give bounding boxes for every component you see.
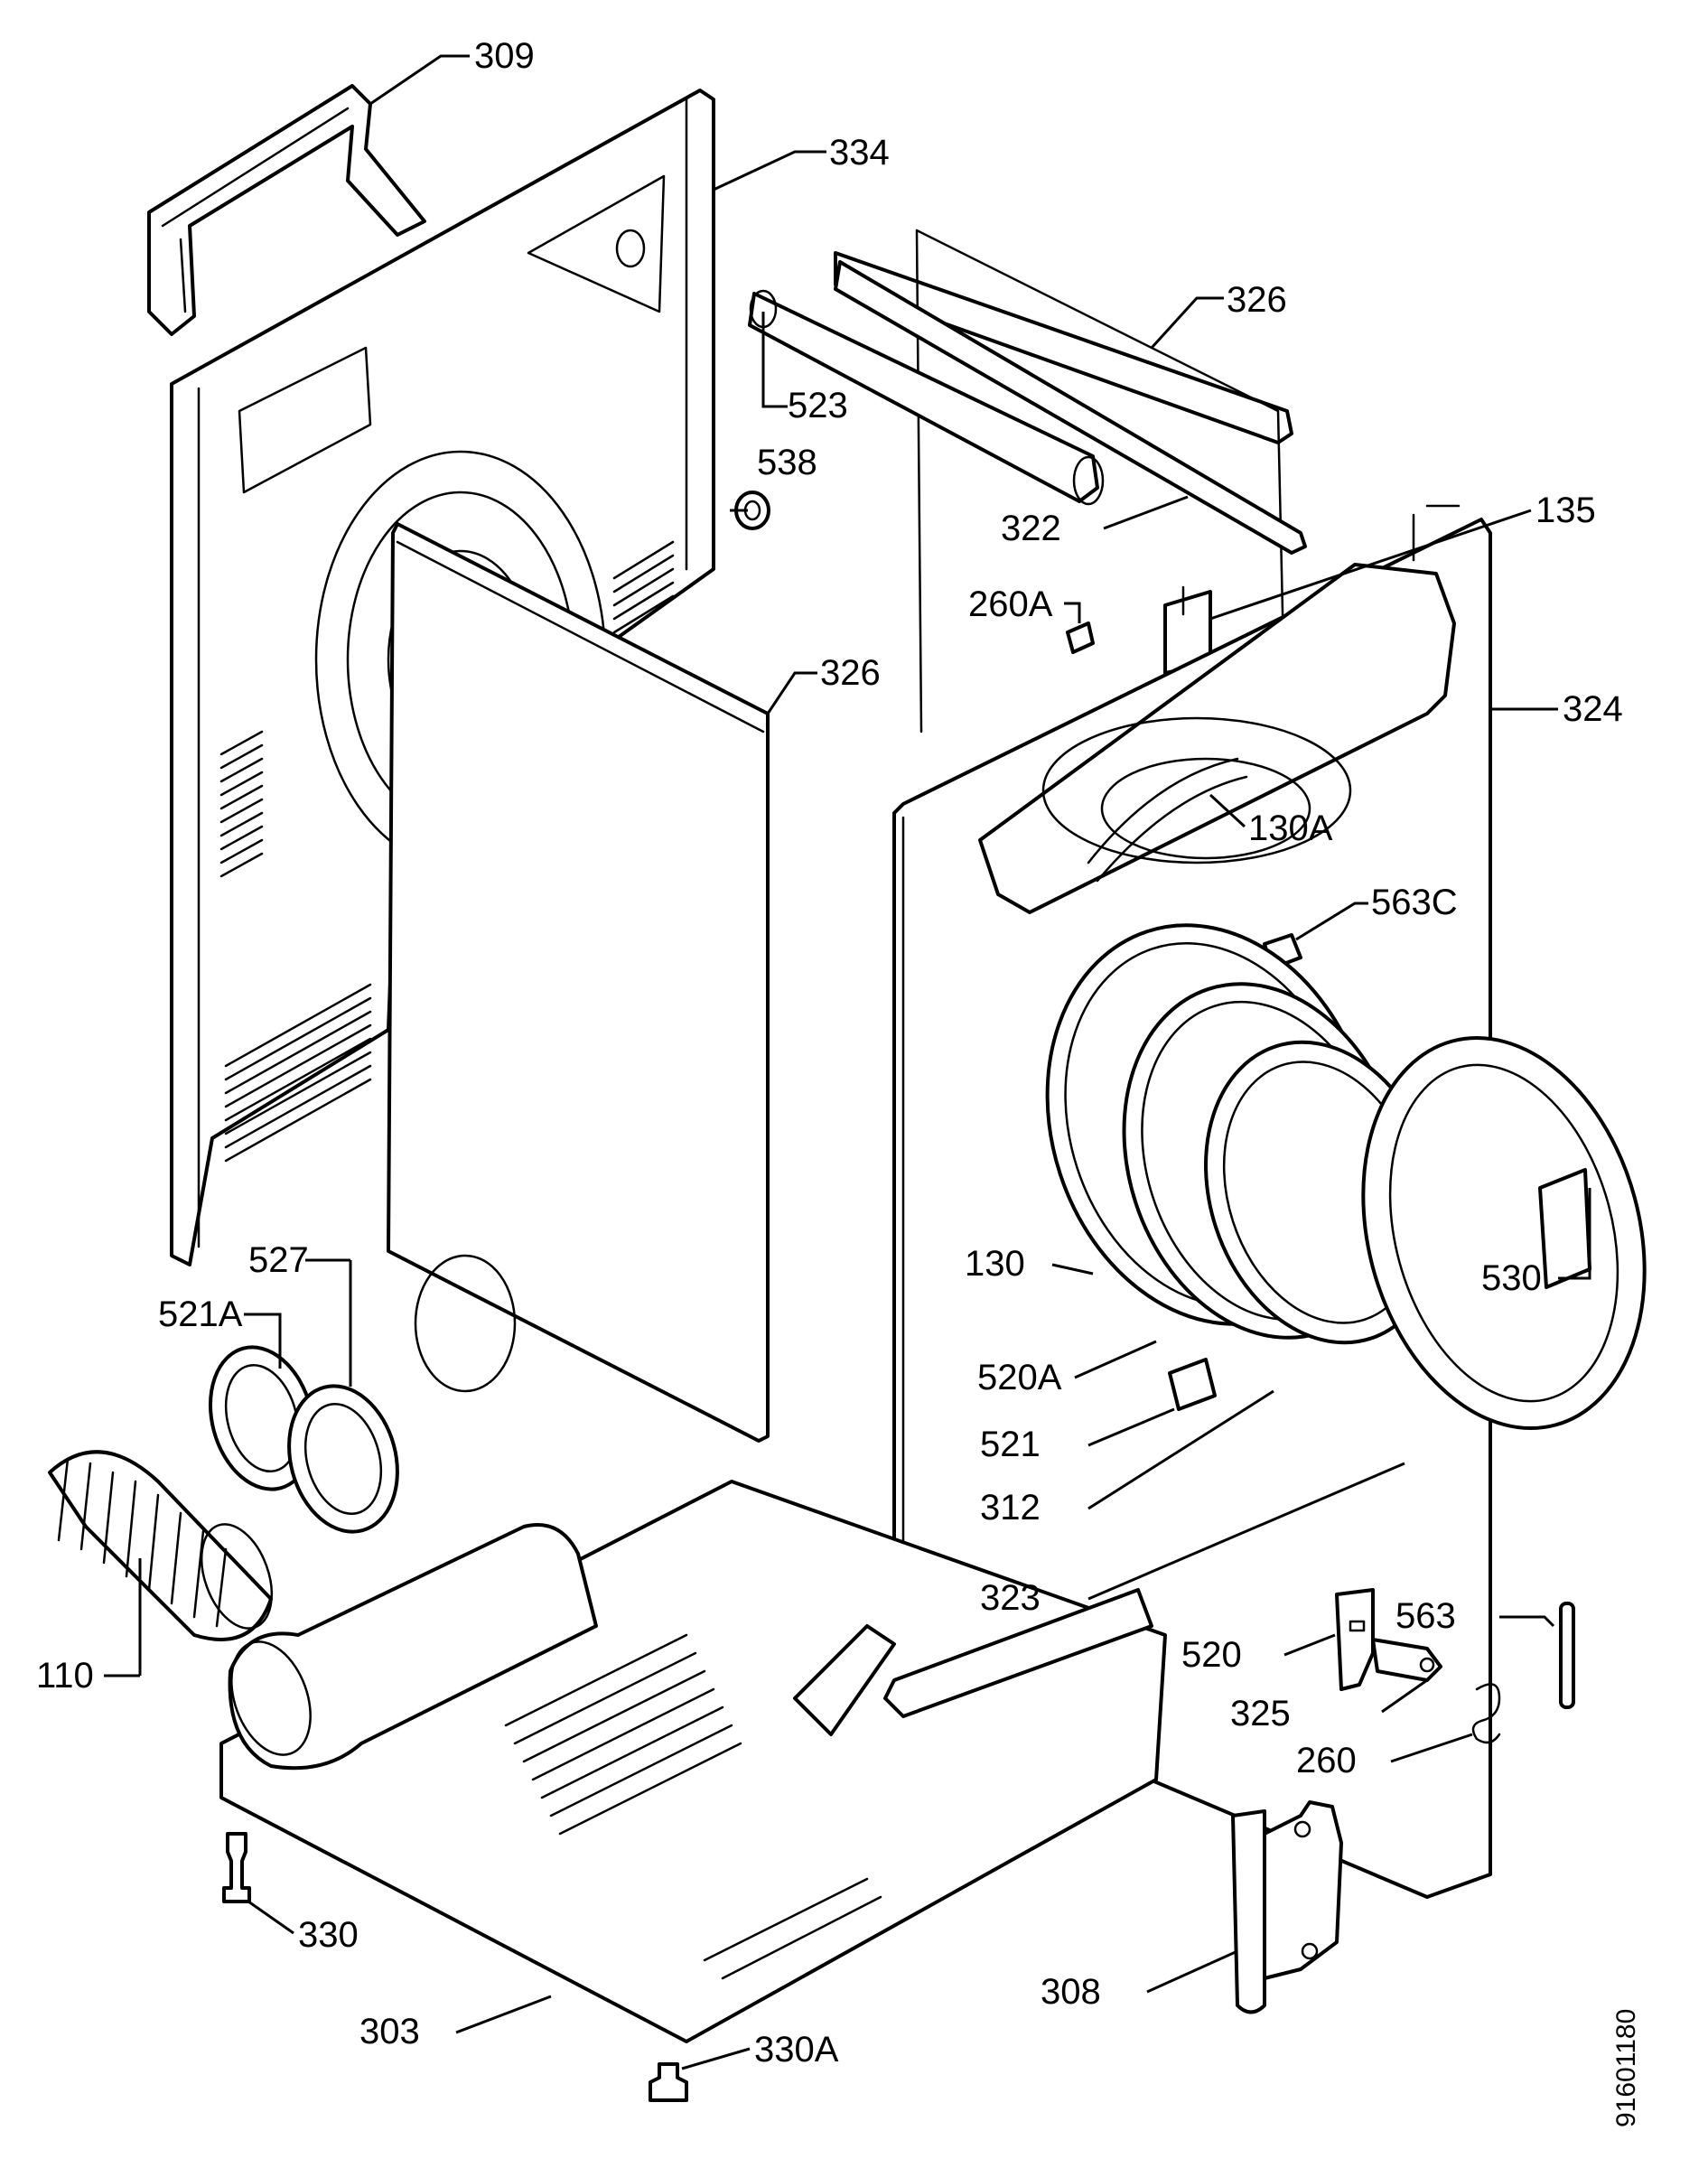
part-308-hinge (1231, 1800, 1343, 2014)
label-330: 330 (298, 1915, 359, 1955)
part-260A-clip (1066, 621, 1095, 654)
part-523-rod (748, 289, 1105, 506)
label-538: 538 (757, 443, 817, 482)
part-330A-foot (649, 2062, 688, 2102)
back-panel-vents (219, 540, 675, 1163)
label-521: 521 (980, 1425, 1041, 1464)
label-520A: 520A (977, 1358, 1062, 1397)
label-326-mid: 326 (820, 653, 881, 693)
part-527-ring (287, 1384, 399, 1534)
label-334: 334 (829, 133, 890, 173)
document-code: 91601180 (1611, 2009, 1641, 2127)
label-523: 523 (788, 386, 848, 425)
part-520-hinge-plate (1335, 1588, 1375, 1691)
part-530-door-handle (1538, 1168, 1591, 1289)
label-110: 110 (36, 1656, 94, 1696)
label-312: 312 (980, 1488, 1041, 1528)
label-326-top: 326 (1227, 280, 1287, 320)
label-527: 527 (248, 1240, 309, 1280)
leader-lines (104, 54, 1591, 2070)
part-260-spring (1471, 1683, 1501, 1744)
label-303: 303 (359, 2012, 420, 2051)
label-260A: 260A (968, 584, 1053, 624)
part-323-door (1361, 1035, 1647, 1431)
label-520: 520 (1181, 1635, 1242, 1675)
part-110-hose (48, 1450, 274, 1641)
label-530: 530 (1481, 1258, 1542, 1298)
label-308: 308 (1041, 1972, 1101, 2012)
label-135: 135 (1535, 491, 1596, 530)
label-521A: 521A (158, 1294, 243, 1334)
label-309: 309 (474, 36, 535, 76)
label-322: 322 (1001, 509, 1061, 548)
label-130A: 130A (1248, 808, 1333, 848)
label-563: 563 (1395, 1596, 1456, 1636)
part-labels: 309 334 326 523 538 322 135 260A 326 324… (36, 36, 1641, 2127)
label-330A: 330A (754, 2030, 839, 2070)
label-325: 325 (1230, 1694, 1291, 1733)
base-vents (504, 1633, 742, 1836)
part-325-hinge-arm (1371, 1638, 1442, 1682)
part-303-base (219, 1480, 1167, 2043)
label-324: 324 (1563, 689, 1623, 729)
label-260: 260 (1296, 1741, 1357, 1780)
part-330-foot (222, 1832, 251, 1903)
part-563-pin (1559, 1602, 1575, 1709)
label-323: 323 (980, 1578, 1041, 1618)
part-326-side-panel (387, 522, 770, 1443)
label-130: 130 (965, 1244, 1025, 1284)
part-130A-duct (1087, 757, 1248, 883)
label-563C: 563C (1371, 883, 1458, 922)
part-521-latch (1168, 1358, 1217, 1411)
